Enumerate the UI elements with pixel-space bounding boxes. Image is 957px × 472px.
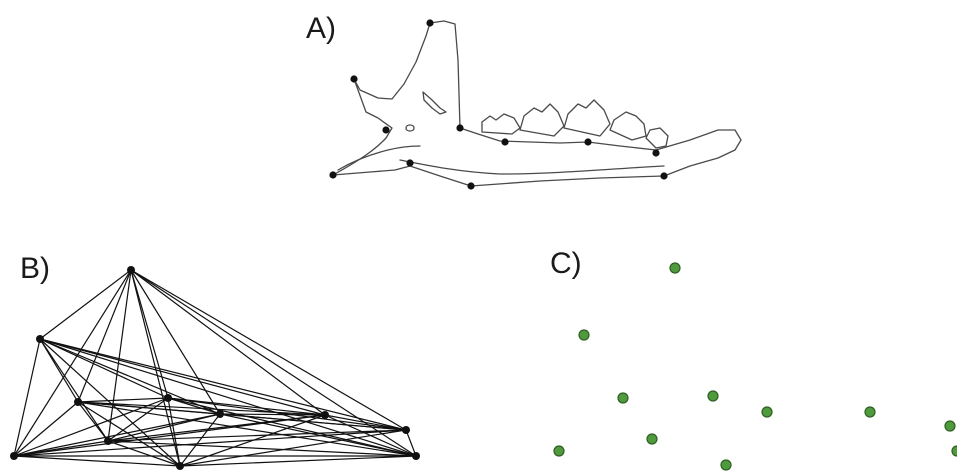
config-point-10 [720, 459, 732, 471]
tooth-1 [481, 113, 521, 135]
config-point-7 [944, 420, 956, 432]
landmark-3 [382, 126, 390, 134]
configuration-points [553, 262, 957, 471]
tooth-5 [645, 127, 669, 149]
edge-4-6 [167, 397, 326, 416]
graph-node-5 [216, 410, 224, 418]
config-point-2 [578, 329, 590, 341]
config-point-4 [707, 390, 719, 402]
edge-6-8 [13, 414, 326, 457]
edge-1-8 [13, 269, 132, 457]
edge-10-11 [179, 455, 417, 467]
graph-nodes [10, 266, 420, 470]
config-point-5 [761, 406, 773, 418]
edge-4-7 [167, 397, 407, 431]
edge-1-2 [39, 269, 132, 340]
graph-node-8 [10, 452, 18, 460]
landmark-7 [652, 149, 660, 157]
edge-9-10 [107, 440, 181, 467]
graph-node-3 [74, 398, 82, 406]
edge-4-10 [167, 397, 181, 467]
edge-3-8 [13, 401, 79, 457]
config-point-3 [617, 392, 629, 404]
edge-1-6 [130, 269, 326, 416]
panel-a-label: A) [306, 12, 336, 45]
landmark-9 [329, 171, 337, 179]
graph-node-6 [321, 411, 329, 419]
edge-6-7 [324, 414, 407, 431]
tooth-2 [519, 103, 565, 137]
edge-4-9 [107, 397, 169, 442]
config-point-8 [553, 445, 565, 457]
edge-1-3 [77, 269, 132, 403]
edge-5-11 [219, 413, 417, 457]
edge-5-6 [219, 413, 326, 416]
edge-3-10 [77, 401, 181, 467]
coronoid-notch [422, 91, 447, 115]
landmark-11 [660, 172, 668, 180]
edge-2-8 [13, 338, 41, 457]
edge-3-4 [77, 397, 169, 403]
graph-node-7 [402, 426, 410, 434]
edge-2-4 [39, 338, 169, 399]
graph-node-10 [176, 462, 184, 470]
edge-5-8 [13, 413, 221, 457]
edge-1-7 [130, 269, 407, 431]
foramen [405, 124, 415, 132]
landmark-8 [406, 159, 414, 167]
edge-1-9 [107, 269, 132, 442]
edge-6-9 [107, 414, 326, 442]
config-point-9 [646, 433, 658, 445]
graph-node-9 [104, 437, 112, 445]
mandible-outer-contour [332, 20, 742, 187]
tooth-4 [609, 111, 647, 141]
edge-5-9 [107, 413, 221, 442]
panel-c-label: C) [550, 247, 582, 280]
config-point-1 [669, 262, 681, 274]
edge-7-10 [179, 429, 407, 467]
landmark-4 [456, 124, 464, 132]
edge-3-9 [77, 401, 109, 442]
config-point-6 [864, 406, 876, 418]
edge-9-11 [107, 440, 417, 457]
landmark-5 [501, 138, 509, 146]
edge-5-10 [179, 413, 221, 467]
edge-8-9 [13, 440, 109, 457]
lower-border-line [399, 159, 665, 175]
landmark-10 [467, 182, 475, 190]
edge-5-7 [219, 413, 407, 431]
graph-node-2 [36, 335, 44, 343]
mandible-outline [332, 20, 742, 187]
landmark-points [329, 19, 668, 190]
ramus-inner-line [337, 145, 421, 171]
edge-4-8 [13, 397, 169, 457]
edge-7-9 [107, 429, 407, 442]
landmark-1 [426, 19, 434, 27]
edge-2-11 [39, 338, 417, 457]
landmark-2 [350, 75, 358, 83]
complete-graph-edges [13, 269, 417, 467]
edge-2-10 [39, 338, 181, 467]
graph-node-11 [412, 452, 420, 460]
panel-a: A) [306, 12, 742, 190]
panel-b: B) [10, 252, 420, 470]
graph-node-4 [164, 394, 172, 402]
graph-node-1 [127, 266, 135, 274]
tooth-3 [563, 99, 611, 137]
edge-8-10 [13, 455, 181, 467]
edge-2-9 [39, 338, 109, 442]
panel-b-label: B) [20, 252, 50, 285]
edge-1-5 [130, 269, 221, 415]
edge-2-7 [39, 338, 407, 431]
edge-7-11 [405, 429, 417, 457]
panel-c: C) [550, 247, 957, 471]
edge-7-8 [13, 429, 407, 457]
edge-4-5 [167, 397, 221, 415]
edge-2-6 [39, 338, 326, 416]
config-point-11 [951, 445, 957, 457]
landmark-6 [584, 138, 592, 146]
